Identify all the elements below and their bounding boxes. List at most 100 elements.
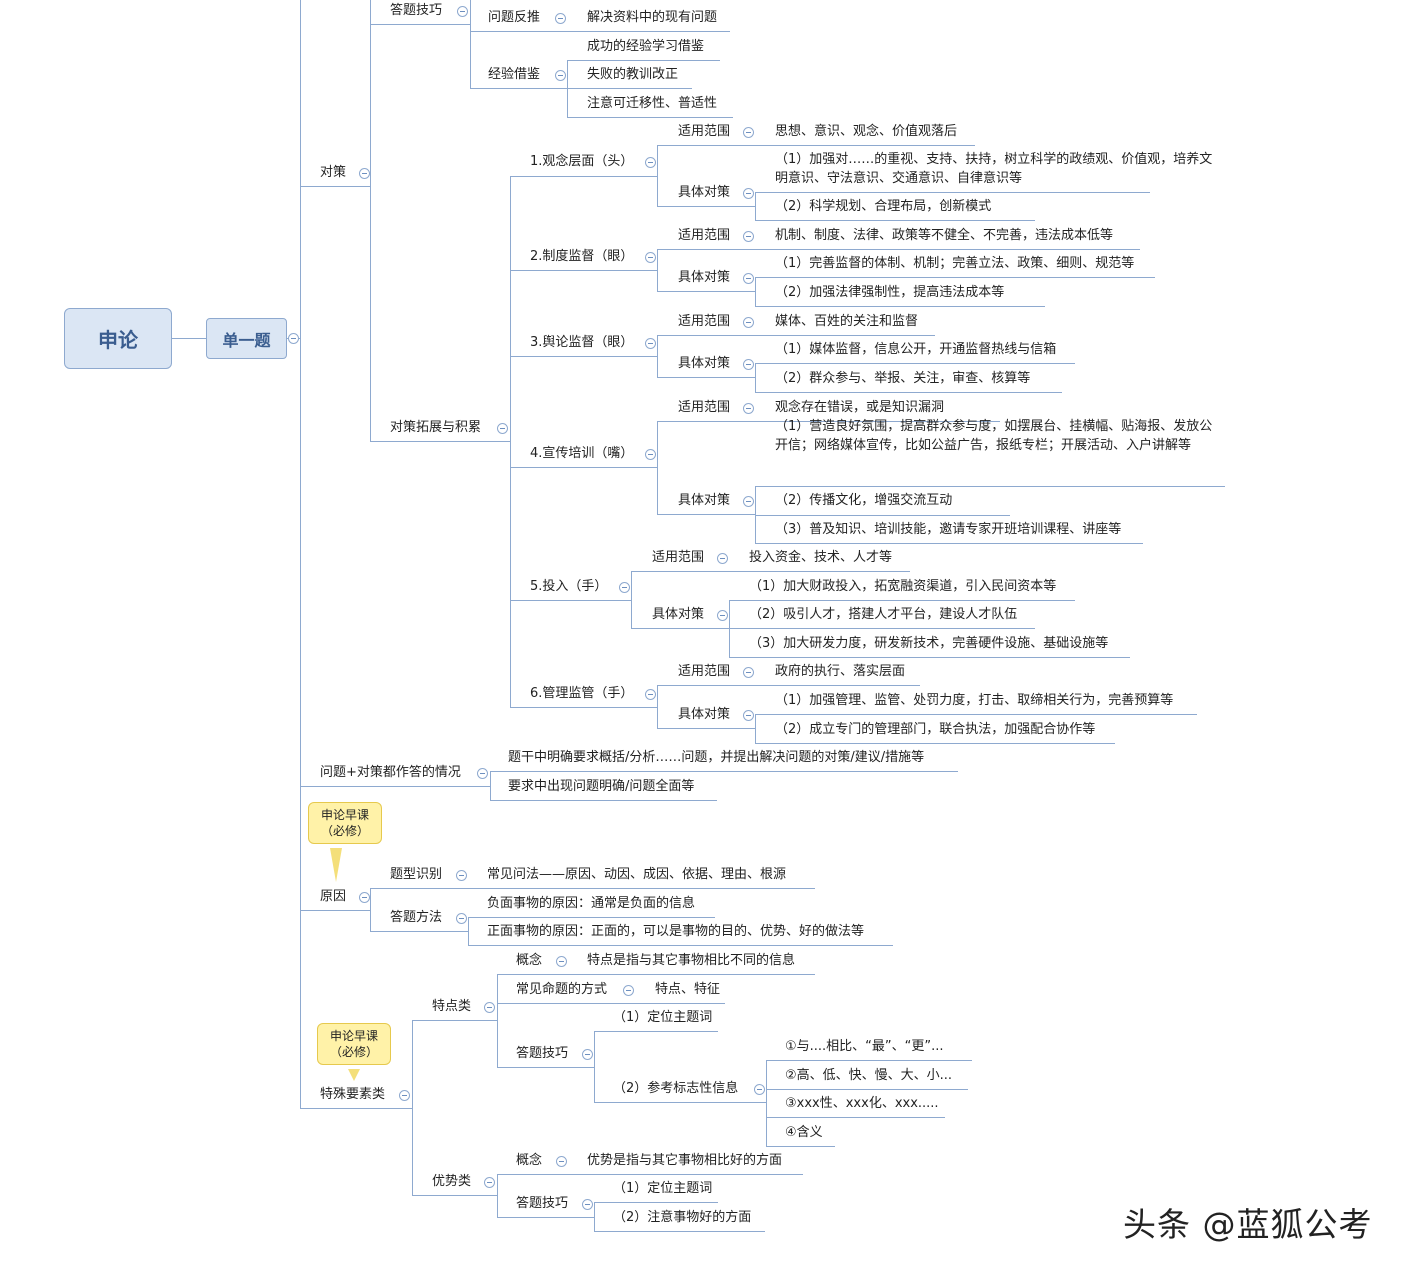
leaf-text[interactable]: 成功的经验学习借鉴 xyxy=(587,39,705,54)
topic-both[interactable]: 问题+对策都作答的情况 xyxy=(320,765,461,780)
collapse-toggle-icon[interactable] xyxy=(457,6,468,17)
root-node[interactable]: 申论 xyxy=(64,308,172,369)
main-topic-node[interactable]: 单一题 xyxy=(206,318,287,359)
collapse-toggle-icon[interactable] xyxy=(556,1156,567,1167)
skill-label[interactable]: 答题技巧 xyxy=(516,1046,569,1061)
leaf-text[interactable]: 负面事物的原因：通常是负面的信息 xyxy=(487,896,696,911)
leaf-text[interactable]: 常见问法——原因、动因、成因、依据、理由、根源 xyxy=(487,867,787,882)
measure-text[interactable]: （2）吸引人才，搭建人才平台，建设人才队伍 xyxy=(749,607,1018,622)
collapse-toggle-icon[interactable] xyxy=(497,423,508,434)
measure-label[interactable]: 具体对策 xyxy=(652,607,705,622)
marker-text[interactable]: ②高、低、快、慢、大、小... xyxy=(785,1068,953,1083)
collapse-toggle-icon[interactable] xyxy=(623,985,634,996)
measure-text[interactable]: （3）普及知识、培训技能，邀请专家开班培训课程、讲座等 xyxy=(775,522,1122,537)
scope-label[interactable]: 适用范围 xyxy=(678,400,731,415)
measure-text[interactable]: （2）传播文化，增强交流互动 xyxy=(775,493,953,508)
scope-text[interactable]: 机制、制度、法律、政策等不健全、不完善，违法成本低等 xyxy=(775,228,1114,243)
topic-method[interactable]: 答题方法 xyxy=(390,910,443,925)
measure-text[interactable]: （1）营造良好氛围，提高群众参与度，如摆展台、挂横幅、贴海报、发放公开信；网络媒… xyxy=(775,419,1213,453)
collapse-toggle-icon[interactable] xyxy=(717,553,728,564)
collapse-toggle-icon[interactable] xyxy=(645,338,656,349)
scope-label[interactable]: 适用范围 xyxy=(678,228,731,243)
leaf-text[interactable]: 要求中出现问题明确/问题全面等 xyxy=(508,779,695,794)
topic-type[interactable]: 题型识别 xyxy=(390,867,443,882)
topic-fantui[interactable]: 问题反推 xyxy=(488,10,541,25)
collapse-toggle-icon[interactable] xyxy=(555,70,566,81)
topic-yuanyin[interactable]: 原因 xyxy=(320,889,347,904)
scope-label[interactable]: 适用范围 xyxy=(678,664,731,679)
measure-text[interactable]: （2）科学规划、合理布局，创新模式 xyxy=(775,199,992,214)
topic-tedian[interactable]: 特点类 xyxy=(432,999,472,1014)
collapse-toggle-icon[interactable] xyxy=(288,333,299,344)
way-label[interactable]: 常见命题的方式 xyxy=(516,982,608,997)
measure-text[interactable]: （1）完善监督的体制、机制；完善立法、政策、细则、规范等 xyxy=(775,256,1135,271)
measure-text[interactable]: （1）加强管理、监管、处罚力度，打击、取缔相关行为，完善预算等 xyxy=(775,693,1174,708)
collapse-toggle-icon[interactable] xyxy=(582,1199,593,1210)
leaf-text[interactable]: 解决资料中的现有问题 xyxy=(587,10,718,25)
scope-text[interactable]: 投入资金、技术、人才等 xyxy=(749,550,893,565)
leaf-text[interactable]: 优势是指与其它事物相比好的方面 xyxy=(587,1153,783,1168)
marker-text[interactable]: ①与....相比、“最”、“更”... xyxy=(785,1039,944,1054)
collapse-toggle-icon[interactable] xyxy=(743,127,754,138)
collapse-toggle-icon[interactable] xyxy=(645,449,656,460)
measure-text[interactable]: （1）媒体监督，信息公开，开通监督热线与信箱 xyxy=(775,342,1057,357)
leaf-text[interactable]: （1）定位主题词 xyxy=(613,1010,713,1025)
leaf-text[interactable]: 特点、特征 xyxy=(655,982,721,997)
concept-label[interactable]: 概念 xyxy=(516,953,543,968)
measure-label[interactable]: 具体对策 xyxy=(678,185,731,200)
collapse-toggle-icon[interactable] xyxy=(743,317,754,328)
collapse-toggle-icon[interactable] xyxy=(456,913,467,924)
concept-label[interactable]: 概念 xyxy=(516,1153,543,1168)
measure-label[interactable]: 具体对策 xyxy=(678,493,731,508)
scope-label[interactable]: 适用范围 xyxy=(678,124,731,139)
scope-text[interactable]: 思想、意识、观念、价值观落后 xyxy=(775,124,958,139)
measure-text[interactable]: （3）加大研发力度，研发新技术，完善硬件设施、基础设施等 xyxy=(749,636,1109,651)
topic-youshi[interactable]: 优势类 xyxy=(432,1174,472,1189)
collapse-toggle-icon[interactable] xyxy=(717,610,728,621)
level-node[interactable]: 1.观念层面（头） xyxy=(530,154,634,169)
collapse-toggle-icon[interactable] xyxy=(645,157,656,168)
measure-text[interactable]: （1）加强对……的重视、支持、扶持，树立科学的政绩观、价值观，培养文明意识、守法… xyxy=(775,152,1213,186)
measure-label[interactable]: 具体对策 xyxy=(678,356,731,371)
level-node[interactable]: 4.宣传培训（嘴） xyxy=(530,446,634,461)
collapse-toggle-icon[interactable] xyxy=(743,231,754,242)
scope-text[interactable]: 媒体、百姓的关注和监督 xyxy=(775,314,919,329)
collapse-toggle-icon[interactable] xyxy=(359,168,370,179)
collapse-toggle-icon[interactable] xyxy=(556,956,567,967)
leaf-text[interactable]: 特点是指与其它事物相比不同的信息 xyxy=(587,953,796,968)
skill-sub[interactable]: （2）参考标志性信息 xyxy=(613,1081,739,1096)
level-node[interactable]: 5.投入（手） xyxy=(530,579,608,594)
measure-text[interactable]: （2）成立专门的管理部门，联合执法，加强配合协作等 xyxy=(775,722,1096,737)
collapse-toggle-icon[interactable] xyxy=(743,273,754,284)
marker-text[interactable]: ③xxx性、xxx化、xxx..... xyxy=(785,1096,939,1111)
collapse-toggle-icon[interactable] xyxy=(743,667,754,678)
leaf-text[interactable]: 失败的教训改正 xyxy=(587,67,679,82)
leaf-text[interactable]: （1）定位主题词 xyxy=(613,1181,713,1196)
level-node[interactable]: 2.制度监督（眼） xyxy=(530,249,634,264)
measure-label[interactable]: 具体对策 xyxy=(678,707,731,722)
collapse-toggle-icon[interactable] xyxy=(399,1090,410,1101)
leaf-text[interactable]: （2）注意事物好的方面 xyxy=(613,1210,752,1225)
collapse-toggle-icon[interactable] xyxy=(484,1177,495,1188)
leaf-text[interactable]: 正面事物的原因：正面的，可以是事物的目的、优势、好的做法等 xyxy=(487,924,865,939)
scope-label[interactable]: 适用范围 xyxy=(652,550,705,565)
leaf-text[interactable]: 题干中明确要求概括/分析……问题，并提出解决问题的对策/建议/措施等 xyxy=(508,750,925,765)
collapse-toggle-icon[interactable] xyxy=(359,892,370,903)
measure-text[interactable]: （1）加大财政投入，拓宽融资渠道，引入民间资本等 xyxy=(749,579,1057,594)
collapse-toggle-icon[interactable] xyxy=(743,496,754,507)
collapse-toggle-icon[interactable] xyxy=(484,1002,495,1013)
measure-text[interactable]: （2）加强法律强制性，提高违法成本等 xyxy=(775,285,1005,300)
collapse-toggle-icon[interactable] xyxy=(619,582,630,593)
topic-duice[interactable]: 对策 xyxy=(320,165,347,180)
collapse-toggle-icon[interactable] xyxy=(645,689,656,700)
marker-text[interactable]: ④含义 xyxy=(785,1125,823,1140)
skill-label[interactable]: 答题技巧 xyxy=(516,1196,569,1211)
scope-text[interactable]: 政府的执行、落实层面 xyxy=(775,664,906,679)
collapse-toggle-icon[interactable] xyxy=(743,403,754,414)
collapse-toggle-icon[interactable] xyxy=(743,710,754,721)
collapse-toggle-icon[interactable] xyxy=(582,1049,593,1060)
collapse-toggle-icon[interactable] xyxy=(555,13,566,24)
topic-special[interactable]: 特殊要素类 xyxy=(320,1087,386,1102)
measure-label[interactable]: 具体对策 xyxy=(678,270,731,285)
level-node[interactable]: 6.管理监管（手） xyxy=(530,686,634,701)
